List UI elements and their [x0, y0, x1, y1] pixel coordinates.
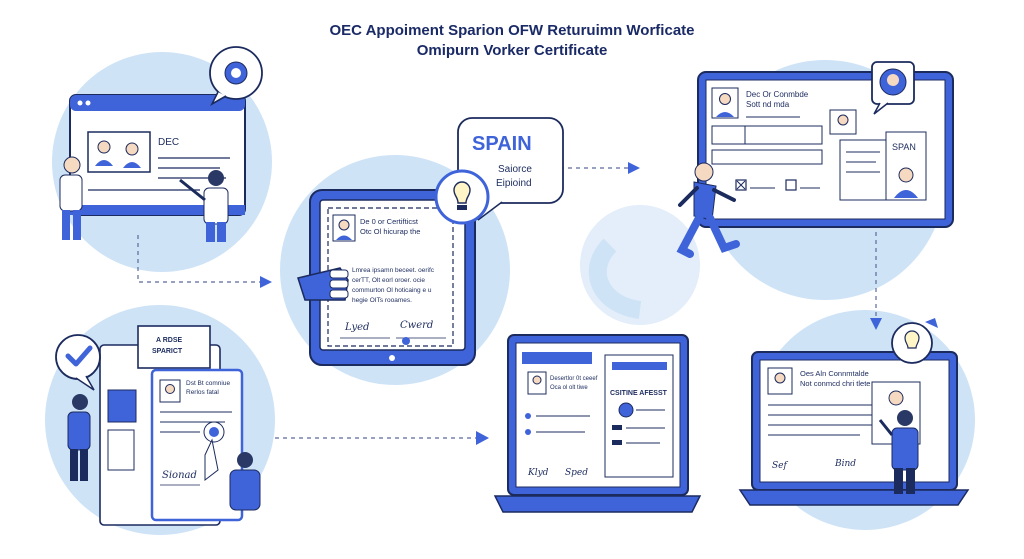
- bottom-right-doc-head2: Not conmcd chri tlete: [800, 379, 870, 388]
- bottom-left-banner-line2: SPARICT: [152, 348, 183, 355]
- bottom-right-signature-2: Bind: [834, 459, 856, 469]
- person-seated-signing: [204, 438, 261, 511]
- bottom-center-doc-head1: Desertlor 0t ceeef: [550, 376, 598, 382]
- center-doc-body4: hegie OITs rooames.: [352, 297, 412, 304]
- person-presenting-right: [878, 410, 919, 494]
- center-signature-2: Cwerd: [400, 320, 433, 331]
- bubble-badge-icon: [209, 46, 263, 107]
- bubble-line1: Saiorce: [498, 164, 532, 175]
- flow-connector-2: [560, 162, 640, 174]
- checkmark-bubble-icon: [55, 334, 101, 391]
- panel-bottom-right-laptop: Oes Aln Connmtalde Not conmcd chri tlete…: [738, 351, 970, 506]
- running-person: [676, 162, 740, 258]
- panel-top-left: DEC: [69, 94, 246, 216]
- bottom-center-signature-1: Klyd: [527, 468, 549, 478]
- lightbulb-icon: [434, 169, 490, 225]
- center-doc-head1: De 0 or Certifticst: [360, 217, 419, 226]
- bottom-left-doc-head2: Rerlos fatal: [186, 389, 219, 396]
- center-signature-1: Lyed: [344, 322, 369, 333]
- bottom-left-signature: Sionad: [162, 470, 197, 481]
- flow-connector-4: [870, 232, 882, 330]
- top-right-doc-head2: Sott nd mda: [746, 100, 790, 109]
- bottom-center-signature-2: Sped: [565, 468, 588, 478]
- bubble-line2: Eipioind: [496, 178, 532, 189]
- top-right-card-label: SPAN: [892, 142, 916, 152]
- top-right-doc-head1: Dec Or Conmbde: [746, 90, 809, 99]
- bottom-center-doc-head2: Oca ol olt tiwe: [550, 385, 588, 391]
- flow-connector-1: [137, 235, 272, 288]
- person-writing-right: [179, 170, 229, 242]
- gear-bulb-icon: [891, 318, 938, 364]
- diagram-title-line1: OEC Appoiment Sparion OFW Returuimn Worf…: [329, 22, 695, 39]
- person-standing-left: [67, 394, 91, 481]
- center-doc-head2: Otc Ol hicurap the: [360, 227, 420, 236]
- center-doc-body3: commurton Ol hoticaing e u: [352, 287, 432, 294]
- panel-top-left-doc-label: DEC: [158, 137, 179, 148]
- center-doc-body2: cerTT, Olt eorl oroer. ocie: [352, 277, 425, 284]
- flow-connector-3: [275, 431, 489, 445]
- diagram-title-line2: Omipurn Vorker Certificate: [416, 42, 608, 59]
- panel-bottom-left: A RDSE SPARICT Dst Bt comniue Rerlos fat…: [99, 325, 244, 526]
- curved-arrow-deco: [588, 238, 642, 319]
- bottom-left-doc-head1: Dst Bt comniue: [186, 380, 230, 387]
- bottom-center-side-label: CSITINE AFESST: [610, 390, 668, 397]
- bottom-right-signature-1: Sef: [772, 461, 788, 471]
- hand-holding-pointer: [297, 267, 349, 301]
- chat-avatar-icon: [871, 61, 915, 115]
- panel-bottom-center-laptop: Desertlor 0t ceeef Oca ol olt tiwe CSITI…: [493, 334, 702, 513]
- person-pointing-left: [59, 156, 83, 240]
- bubble-title: SPAIN: [472, 133, 532, 155]
- bottom-right-doc-head1: Oes Aln Connmtalde: [800, 369, 869, 378]
- center-doc-body1: Lmrea ipsamn beceet. oerifc: [352, 267, 435, 274]
- bottom-left-banner-line1: A RDSE: [156, 337, 183, 344]
